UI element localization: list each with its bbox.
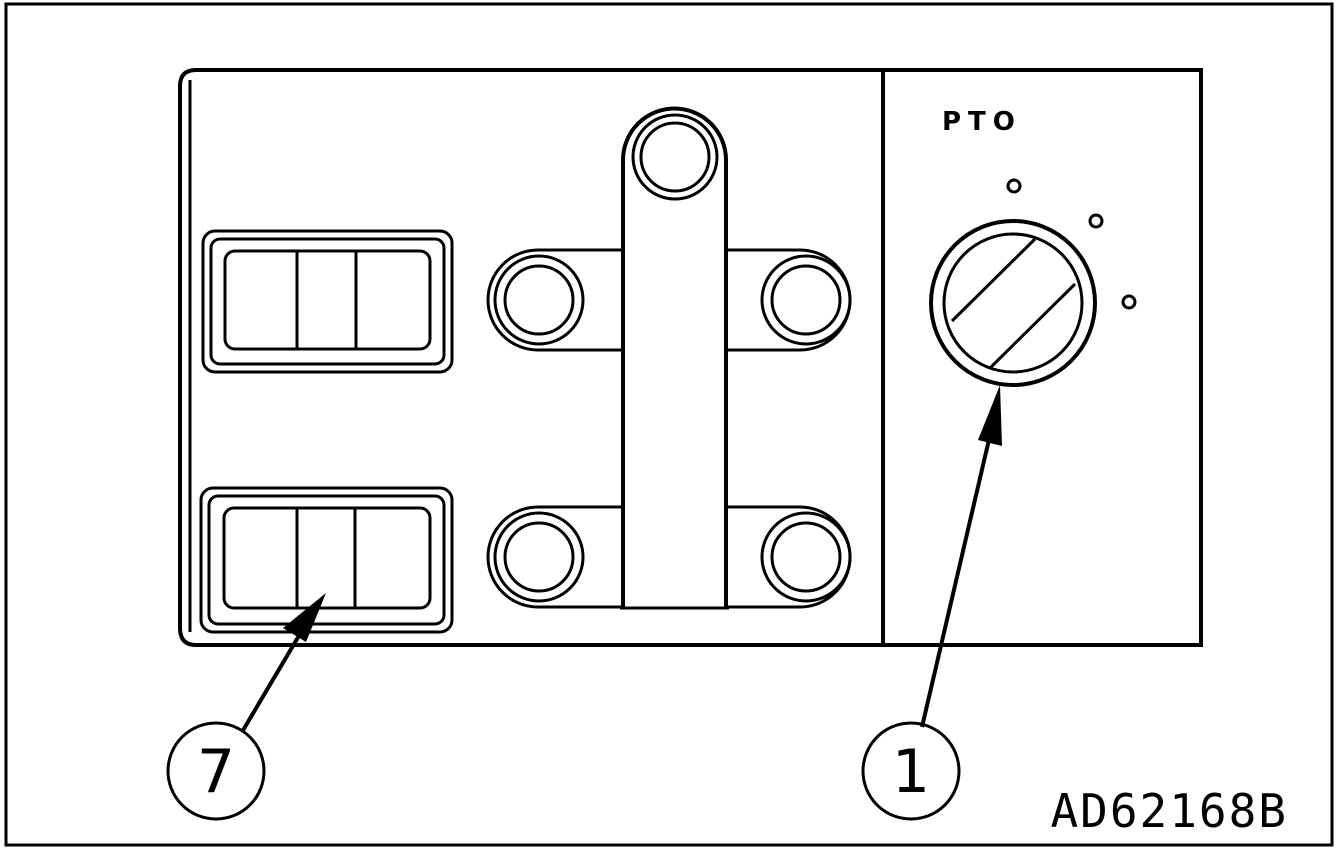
lower-left-plate (486, 505, 623, 609)
callout-1-leader (920, 430, 993, 728)
control-panel (178, 68, 1203, 647)
callout-7-leader (240, 632, 302, 734)
callout-7-number: 7 (197, 737, 235, 807)
callout-7-arrowhead (283, 593, 326, 642)
callout-7-circle (166, 721, 266, 821)
pto-position-dot-2 (1088, 213, 1104, 229)
knob-lower-left[interactable] (493, 511, 585, 603)
knob-top[interactable] (631, 113, 719, 201)
callout-1-number: 1 (892, 737, 930, 807)
figure-frame (4, 2, 1334, 847)
pto-dial[interactable] (929, 219, 1097, 387)
knob-upper-right[interactable] (760, 254, 852, 346)
rocker-switch-lower[interactable] (199, 486, 454, 634)
rocker-switch-upper[interactable] (201, 229, 454, 374)
knob-lower-right[interactable] (760, 511, 852, 603)
figure-code: AD62168B (1050, 784, 1288, 838)
center-bar (621, 106, 728, 608)
pto-position-dot-1 (1006, 178, 1022, 194)
knob-upper-left[interactable] (493, 254, 585, 346)
callout-1-arrowhead (978, 385, 1002, 446)
pto-label: PTO (942, 107, 1022, 137)
pto-position-dot-3 (1121, 294, 1137, 310)
lever-cluster (486, 106, 852, 610)
pto-section: PTO (929, 107, 1137, 387)
panel-outline (178, 68, 1203, 647)
callout-1-circle (861, 721, 961, 821)
upper-left-plate (486, 248, 623, 352)
callout-1: 1 (861, 385, 1002, 821)
callout-7: 7 (166, 593, 326, 821)
